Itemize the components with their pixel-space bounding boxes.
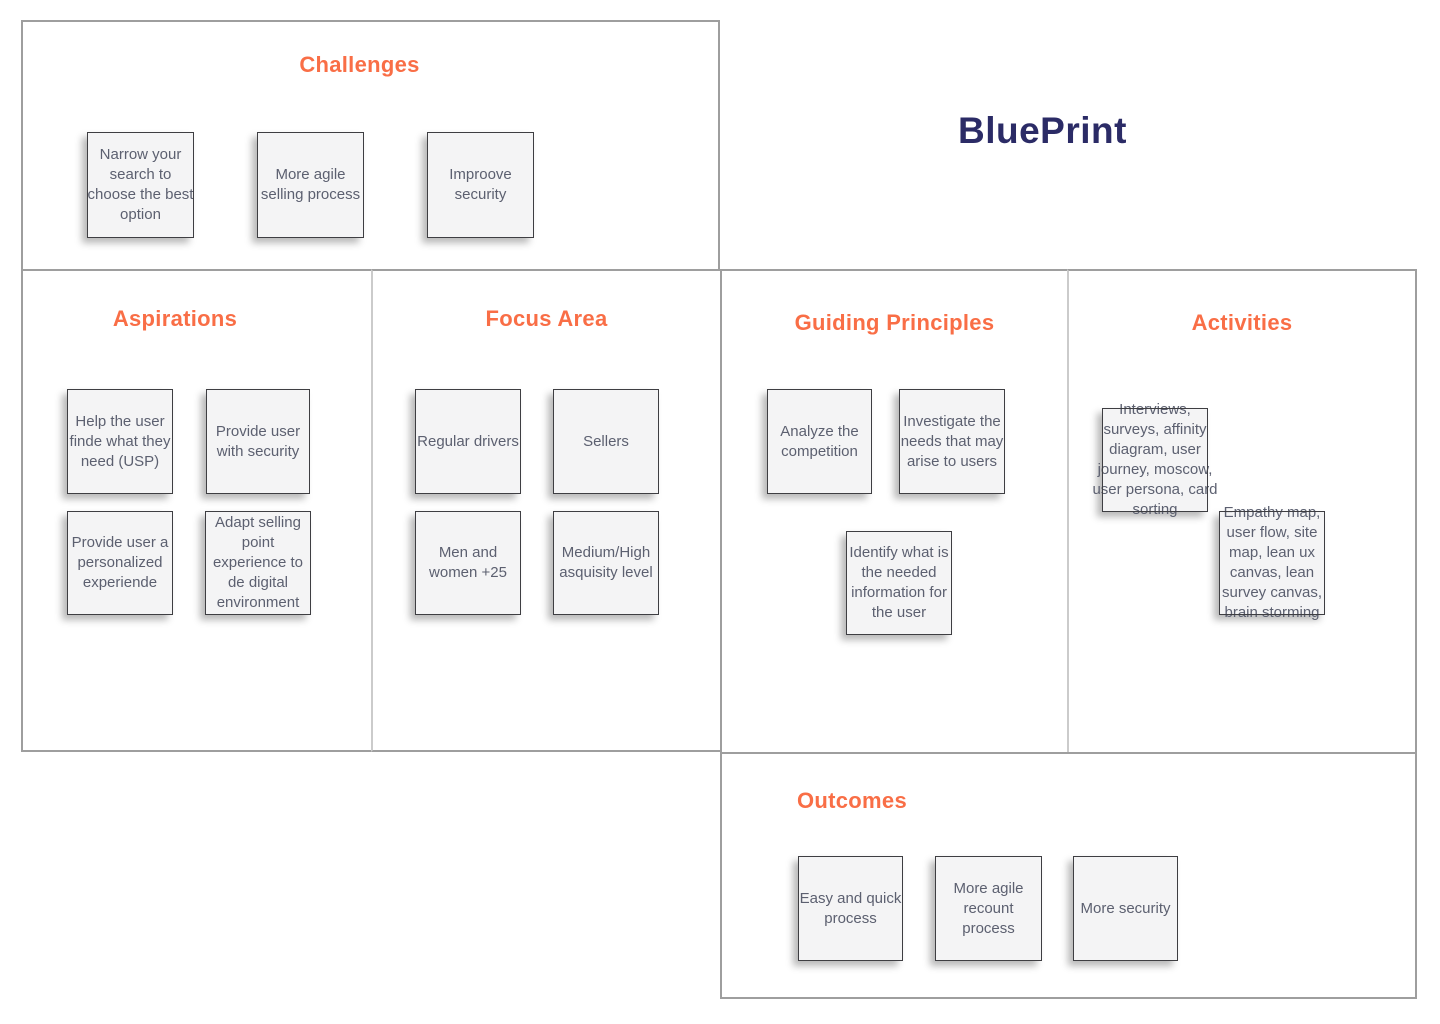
note-card-text: Help the user finde what they need (USP) xyxy=(69,412,171,470)
note-card-text: Provide user a personalized experiende xyxy=(71,534,169,591)
panel-outcomes: Outcomes Easy and quick process More agi… xyxy=(720,752,1417,999)
note-card-text: Sellers xyxy=(583,432,629,450)
note-card[interactable]: More agile selling process xyxy=(257,132,364,238)
note-card-text: Regular drivers xyxy=(417,432,519,450)
note-card[interactable]: More agile recount process xyxy=(935,856,1042,961)
note-card[interactable]: Medium/High asquisity level xyxy=(553,511,659,615)
note-card[interactable]: Narrow your search to choose the best op… xyxy=(87,132,194,238)
note-card-text: More agile recount process xyxy=(953,879,1024,937)
note-card-text: More agile selling process xyxy=(260,166,361,203)
note-card[interactable]: Men and women +25 xyxy=(415,511,521,615)
section-title-focus-area: Focus Area xyxy=(485,306,608,331)
note-card[interactable]: Easy and quick process xyxy=(798,856,903,961)
note-card[interactable]: Identify what is the needed information … xyxy=(846,531,952,635)
panel-aspirations: Aspirations Help the user finde what the… xyxy=(21,269,371,752)
note-card-text: Analyze the competition xyxy=(780,422,859,460)
panel-guiding-principles: Guiding Principles Analyze the competiti… xyxy=(720,269,1067,752)
note-card[interactable]: Analyze the competition xyxy=(767,389,872,494)
note-card[interactable]: Provide user with security xyxy=(206,389,310,494)
note-card[interactable]: Regular drivers xyxy=(415,389,521,494)
board-title: BluePrint xyxy=(958,110,1127,151)
panel-activities: Activities Interviews, surveys, affinity… xyxy=(1067,269,1417,752)
panel-focus-area: Focus Area Regular drivers Sellers Men a… xyxy=(371,269,720,752)
section-title-challenges: Challenges xyxy=(299,52,420,77)
section-title-outcomes: Outcomes xyxy=(797,788,907,813)
note-card-text: Improove security xyxy=(449,166,512,203)
note-card-text: Medium/High asquisity level xyxy=(559,544,653,581)
section-title-guiding-principles: Guiding Principles xyxy=(794,310,995,335)
panel-challenges: Challenges Narrow your search to choose … xyxy=(21,20,720,269)
note-card-text: Adapt selling point experience to de dig… xyxy=(212,514,304,611)
note-card[interactable]: Adapt selling point experience to de dig… xyxy=(205,511,311,615)
note-card[interactable]: Empathy map, user flow, site map, lean u… xyxy=(1219,504,1325,621)
note-card[interactable]: Improove security xyxy=(427,132,534,238)
note-card-text: Narrow your search to choose the best op… xyxy=(87,146,194,223)
note-card-text: Identify what is the needed information … xyxy=(849,544,949,621)
note-card-text: Provide user with security xyxy=(215,422,301,460)
note-card[interactable]: Investigate the needs that may arise to … xyxy=(899,389,1005,494)
note-card[interactable]: Help the user finde what they need (USP) xyxy=(67,389,173,494)
note-card-text: Men and women +25 xyxy=(429,544,507,581)
section-title-activities: Activities xyxy=(1191,310,1293,335)
note-card-text: Interviews, surveys, affinity diagram, u… xyxy=(1092,401,1218,518)
note-card[interactable]: Provide user a personalized experiende xyxy=(67,511,173,615)
note-card[interactable]: Interviews, surveys, affinity diagram, u… xyxy=(1092,401,1217,518)
note-card[interactable]: More security xyxy=(1073,856,1178,961)
note-card-text: More security xyxy=(1080,899,1171,917)
note-card-text: Easy and quick process xyxy=(799,889,902,927)
note-card-text: Investigate the needs that may arise to … xyxy=(900,412,1004,470)
note-card[interactable]: Sellers xyxy=(553,389,659,494)
note-card-text: Empathy map, user flow, site map, lean u… xyxy=(1221,504,1323,621)
section-title-aspirations: Aspirations xyxy=(112,306,238,331)
